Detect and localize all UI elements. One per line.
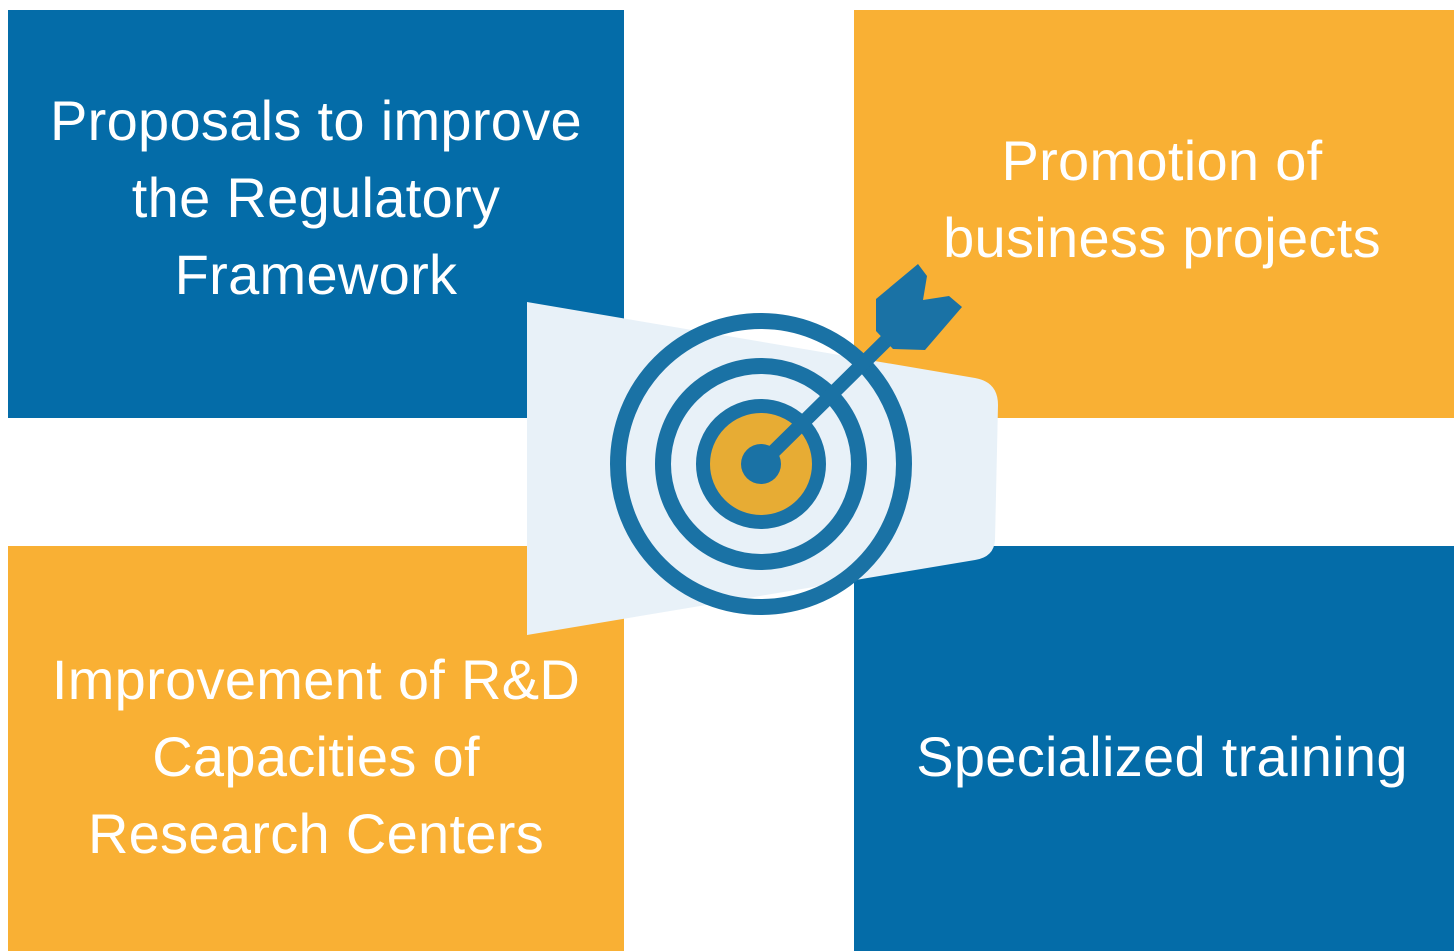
quadrant-text-line: the Regulatory [131, 165, 501, 229]
quadrant-text-line: Improvement of R&D [51, 648, 581, 711]
quadrant-text-line: business projects [943, 206, 1381, 269]
quadrant-regulatory-framework: Proposals to improve the Regulatory Fram… [8, 10, 624, 418]
quadrant-text-line: Specialized training [916, 725, 1408, 788]
target-center-dot [741, 444, 781, 484]
quadrant-specialized-training-text: Specialized training [916, 718, 1408, 795]
quadrant-business-projects: Promotion of business projects [854, 10, 1454, 418]
quadrant-rd-capacities: Improvement of R&D Capacities of Researc… [8, 546, 624, 951]
quadrant-text-line: Promotion of [1001, 129, 1323, 192]
quadrant-text-line: Research Centers [87, 802, 545, 865]
quadrant-specialized-training: Specialized training [854, 546, 1454, 951]
target-middle-ring [655, 358, 867, 570]
quadrant-text-line: Capacities of [152, 725, 480, 788]
quadrant-business-projects-text: Promotion of business projects [943, 122, 1381, 276]
target-inner-ring [696, 399, 826, 529]
quadrant-rd-capacities-text: Improvement of R&D Capacities of Researc… [52, 641, 580, 872]
quadrant-text-line: Framework [174, 242, 458, 306]
quadrant-text-line: Proposals to improve [49, 88, 582, 152]
quadrant-regulatory-framework-text: Proposals to improve the Regulatory Fram… [50, 82, 582, 313]
